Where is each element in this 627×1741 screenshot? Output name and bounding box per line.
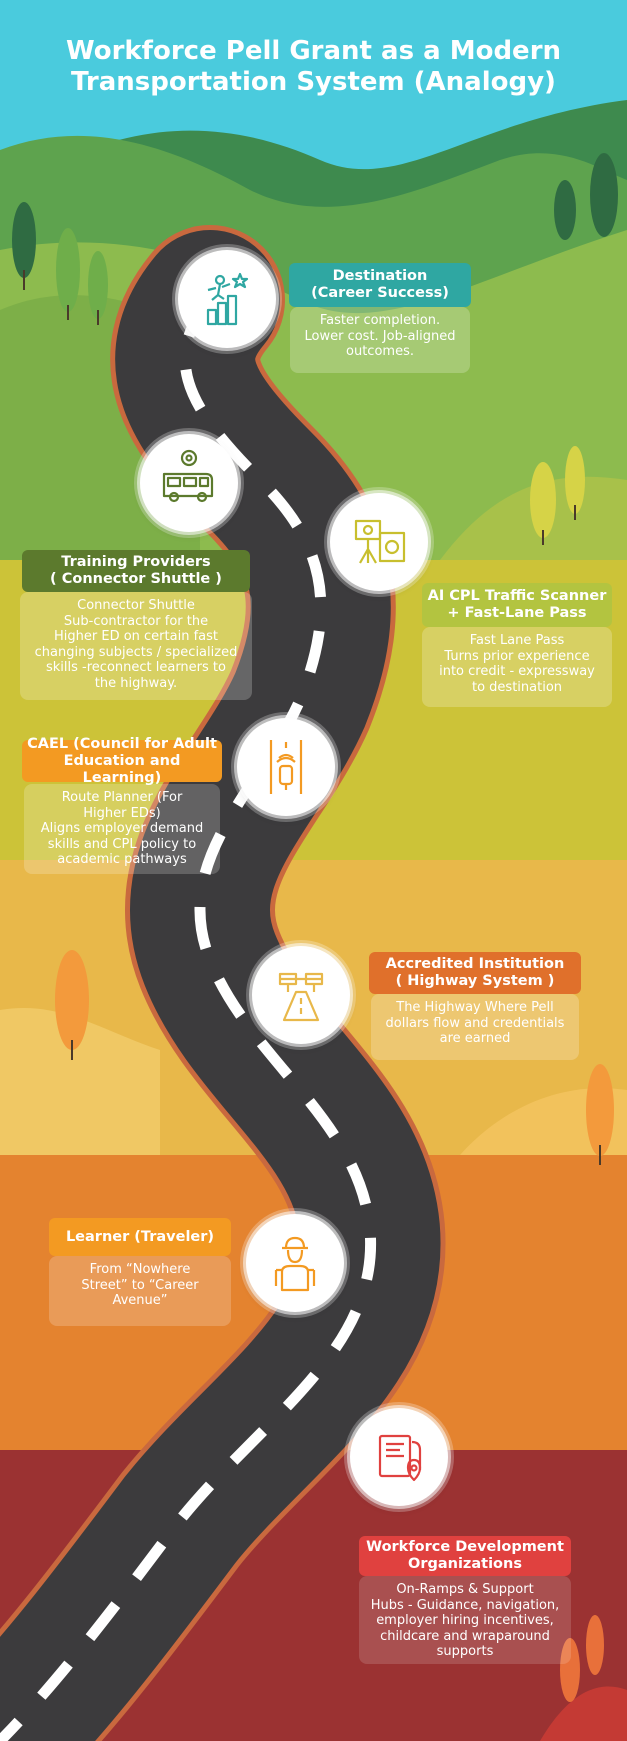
traffic-scanner-icon (354, 519, 406, 564)
learner-title: Learner (Traveler) (65, 1228, 215, 1245)
highway-icon (278, 972, 324, 1022)
cael-header: CAEL (Council for Adult Education and Le… (22, 736, 222, 786)
destination-icon-circle (178, 250, 276, 348)
workforce-title: Workforce Development Organizations (366, 1539, 564, 1572)
learner-description: From “Nowhere Street” to “Career Avenue” (81, 1262, 199, 1308)
cael-icon-circle (237, 718, 335, 816)
workforce-header: Workforce Development Organizations (359, 1536, 571, 1576)
cael-title: CAEL (Council for Adult Education and Le… (27, 735, 217, 786)
ai-cpl-icon-circle (330, 493, 428, 591)
accredited-description: The Highway Where Pell dollars flow and … (385, 1000, 565, 1046)
ai-cpl-header: AI CPL Traffic Scanner + Fast-Lane Pass (422, 583, 612, 627)
learner-icon-circle (246, 1214, 344, 1312)
destination-header: Destination (Career Success) (289, 263, 471, 307)
workforce-icon-circle (350, 1408, 448, 1506)
ai-cpl-description-box: Fast Lane Pass Turns prior experience in… (422, 627, 612, 707)
page-title: Workforce Pell Grant as a Modern Transpo… (0, 36, 627, 98)
training-header: Training Providers ( Connector Shuttle ) (22, 550, 250, 592)
cael-description-box: Route Planner (For Higher EDs) Aligns em… (24, 784, 220, 874)
cael-description: Route Planner (For Higher EDs) Aligns em… (40, 790, 204, 867)
learner-header: Learner (Traveler) (49, 1218, 231, 1256)
workforce-description: On-Ramps & Support Hubs - Guidance, navi… (370, 1582, 560, 1659)
shuttle-bus-icon (162, 449, 214, 503)
learner-description-box: From “Nowhere Street” to “Career Avenue” (49, 1256, 231, 1326)
title-line-2: Transportation System (Analogy) (71, 67, 556, 97)
accredited-icon-circle (252, 946, 350, 1044)
training-title: Training Providers ( Connector Shuttle ) (50, 554, 222, 587)
ai-cpl-description: Fast Lane Pass Turns prior experience in… (439, 633, 595, 695)
traveler-icon (274, 1236, 316, 1292)
training-icon-circle (140, 434, 238, 532)
workforce-description-box: On-Ramps & Support Hubs - Guidance, navi… (359, 1576, 571, 1664)
route-planner-icon (269, 740, 303, 794)
accredited-header: Accredited Institution ( Highway System … (369, 952, 581, 994)
destination-description-box: Faster completion. Lower cost. Job-align… (290, 307, 470, 373)
training-description-box: Connector Shuttle Sub-contractor for the… (20, 592, 252, 700)
destination-title: Destination (Career Success) (311, 268, 449, 301)
accredited-description-box: The Highway Where Pell dollars flow and … (371, 994, 579, 1060)
career-growth-icon (206, 272, 249, 326)
ai-cpl-title: AI CPL Traffic Scanner + Fast-Lane Pass (427, 588, 607, 621)
destination-description: Faster completion. Lower cost. Job-align… (304, 313, 456, 359)
accredited-title: Accredited Institution ( Highway System … (385, 956, 565, 989)
training-description: Connector Shuttle Sub-contractor for the… (34, 598, 238, 691)
title-line-1: Workforce Pell Grant as a Modern (65, 36, 562, 66)
map-location-icon (378, 1434, 422, 1482)
